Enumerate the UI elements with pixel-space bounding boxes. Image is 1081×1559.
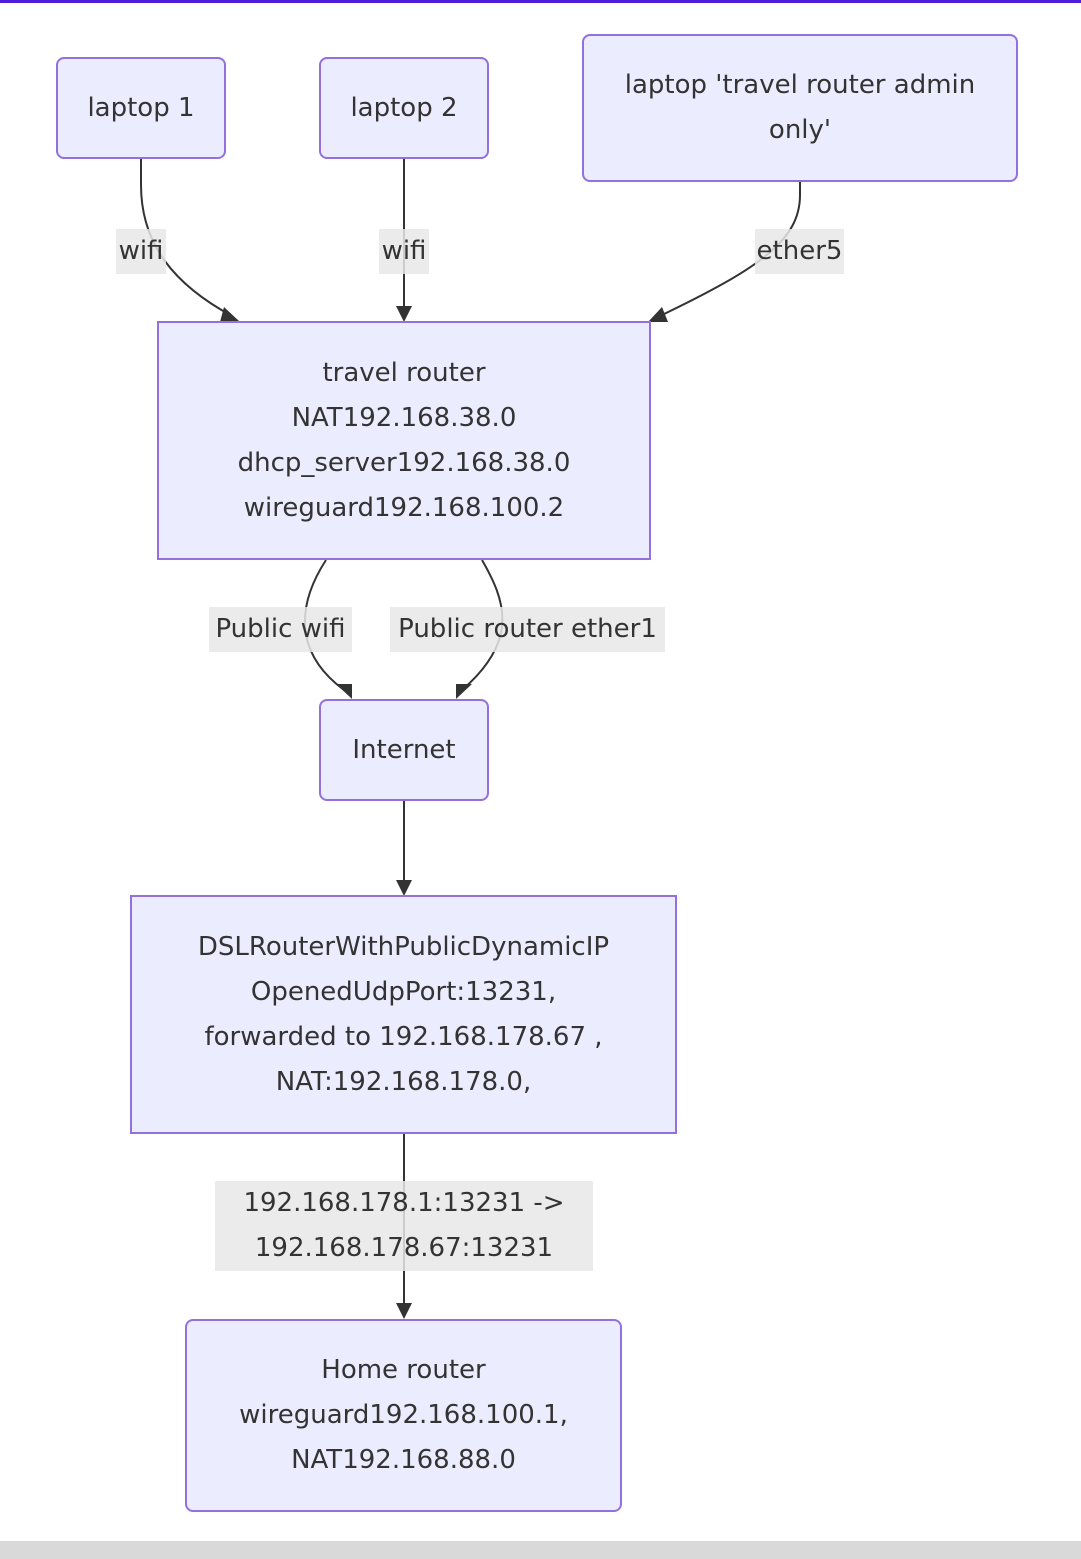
top-accent-bar [0,0,1081,3]
arrowhead [396,880,412,896]
node-travel-router[interactable]: travel router NAT192.168.38.0 dhcp_serve… [157,321,651,560]
node-home-router[interactable]: Home router wireguard192.168.100.1, NAT1… [185,1319,622,1512]
edge-label-ether5: ether5 [755,229,844,274]
edge-label-wifi-2: wifi [379,229,429,274]
node-laptop-2[interactable]: laptop 2 [319,57,489,159]
arrowhead [336,684,352,699]
node-laptop-admin[interactable]: laptop 'travel router admin only' [582,34,1018,182]
edge-label-public-wifi: Public wifi [209,607,352,652]
edge-label-port-forward: 192.168.178.1:13231 -> 192.168.178.67:13… [215,1181,593,1271]
node-internet[interactable]: Internet [319,699,489,801]
arrowhead [456,684,472,699]
horizontal-scrollbar[interactable] [0,1541,1081,1559]
edge-label-wifi-1: wifi [116,229,166,274]
node-dsl-router[interactable]: DSLRouterWithPublicDynamicIP OpenedUdpPo… [130,895,677,1134]
arrowhead [220,307,240,322]
node-laptop-1[interactable]: laptop 1 [56,57,226,159]
arrowhead [648,307,668,322]
arrowhead [396,1303,412,1319]
edge-label-public-router-ether1: Public router ether1 [390,607,665,652]
arrowhead [396,306,412,322]
